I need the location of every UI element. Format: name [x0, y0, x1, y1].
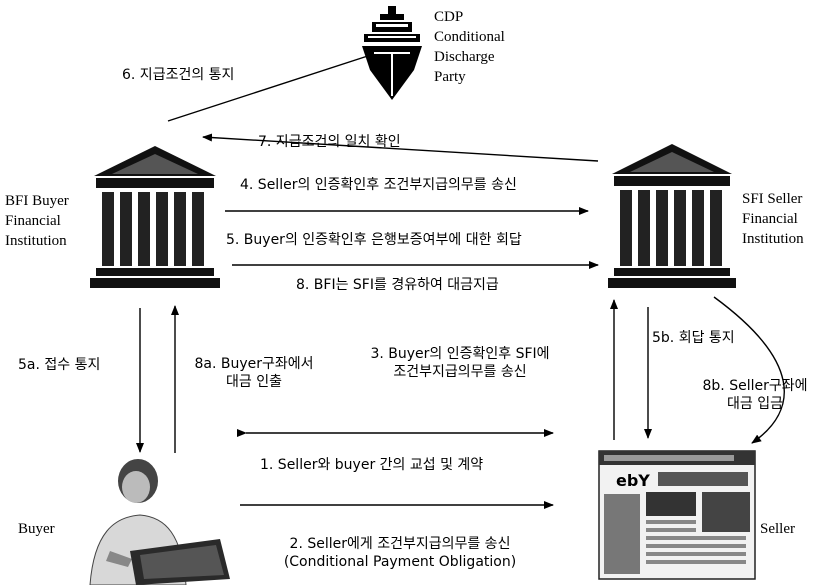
step-3-label: 3. Buyer의 인증확인후 SFI에 조건부지급의무를 송신 — [370, 346, 550, 380]
step-4-label: 4. Seller의 인증확인후 조건부지급의무를 송신 — [240, 177, 517, 193]
step-5a-label: 5a. 접수 통지 — [18, 357, 101, 373]
step-6-label: 6. 지급조건의 통지 — [122, 67, 235, 83]
seller-website-icon: ebY — [598, 450, 756, 580]
cdp-label-4: Party — [434, 69, 466, 85]
step-8-label: 8. BFI는 SFI를 경유하여 대금지급 — [296, 277, 499, 293]
sfi-bank-icon — [608, 144, 736, 288]
step-7-label: 7. 지급조건의 일치 확인 — [258, 134, 401, 150]
buyer-person-icon — [89, 459, 230, 585]
seller-label: Seller — [760, 521, 795, 537]
cdp-label-2: Conditional — [434, 29, 505, 45]
ship-icon — [362, 6, 422, 100]
bfi-label-3: Institution — [5, 233, 67, 249]
arrow-step-7 — [202, 133, 599, 162]
step-8b-label: 8b. Seller구좌에 대금 입금 — [702, 378, 808, 412]
cdp-label-1: CDP — [434, 9, 464, 25]
sfi-label-1: SFI Seller — [742, 191, 803, 207]
buyer-label: Buyer — [18, 521, 55, 537]
step-5b-label: 5b. 회답 통지 — [652, 330, 735, 346]
sfi-label-3: Institution — [742, 231, 804, 247]
cdp-label-3: Discharge — [434, 49, 495, 65]
sfi-label-2: Financial — [742, 211, 798, 227]
step-5-label: 5. Buyer의 인증확인후 은행보증여부에 대한 회답 — [226, 232, 522, 248]
step-1-label: 1. Seller와 buyer 간의 교섭 및 계약 — [260, 457, 484, 473]
step-2-label: 2. Seller에게 조건부지급의무를 송신 (Conditional Pay… — [283, 536, 517, 570]
arrow-step-8b — [713, 296, 785, 444]
arrow-step-6 — [167, 50, 381, 122]
svg-text:ebY: ebY — [616, 471, 650, 490]
step-8a-label: 8a. Buyer구좌에서 대금 인출 — [194, 356, 314, 390]
bfi-bank-icon — [90, 146, 220, 288]
bfi-label-1: BFI Buyer — [5, 193, 69, 209]
bfi-label-2: Financial — [5, 213, 61, 229]
